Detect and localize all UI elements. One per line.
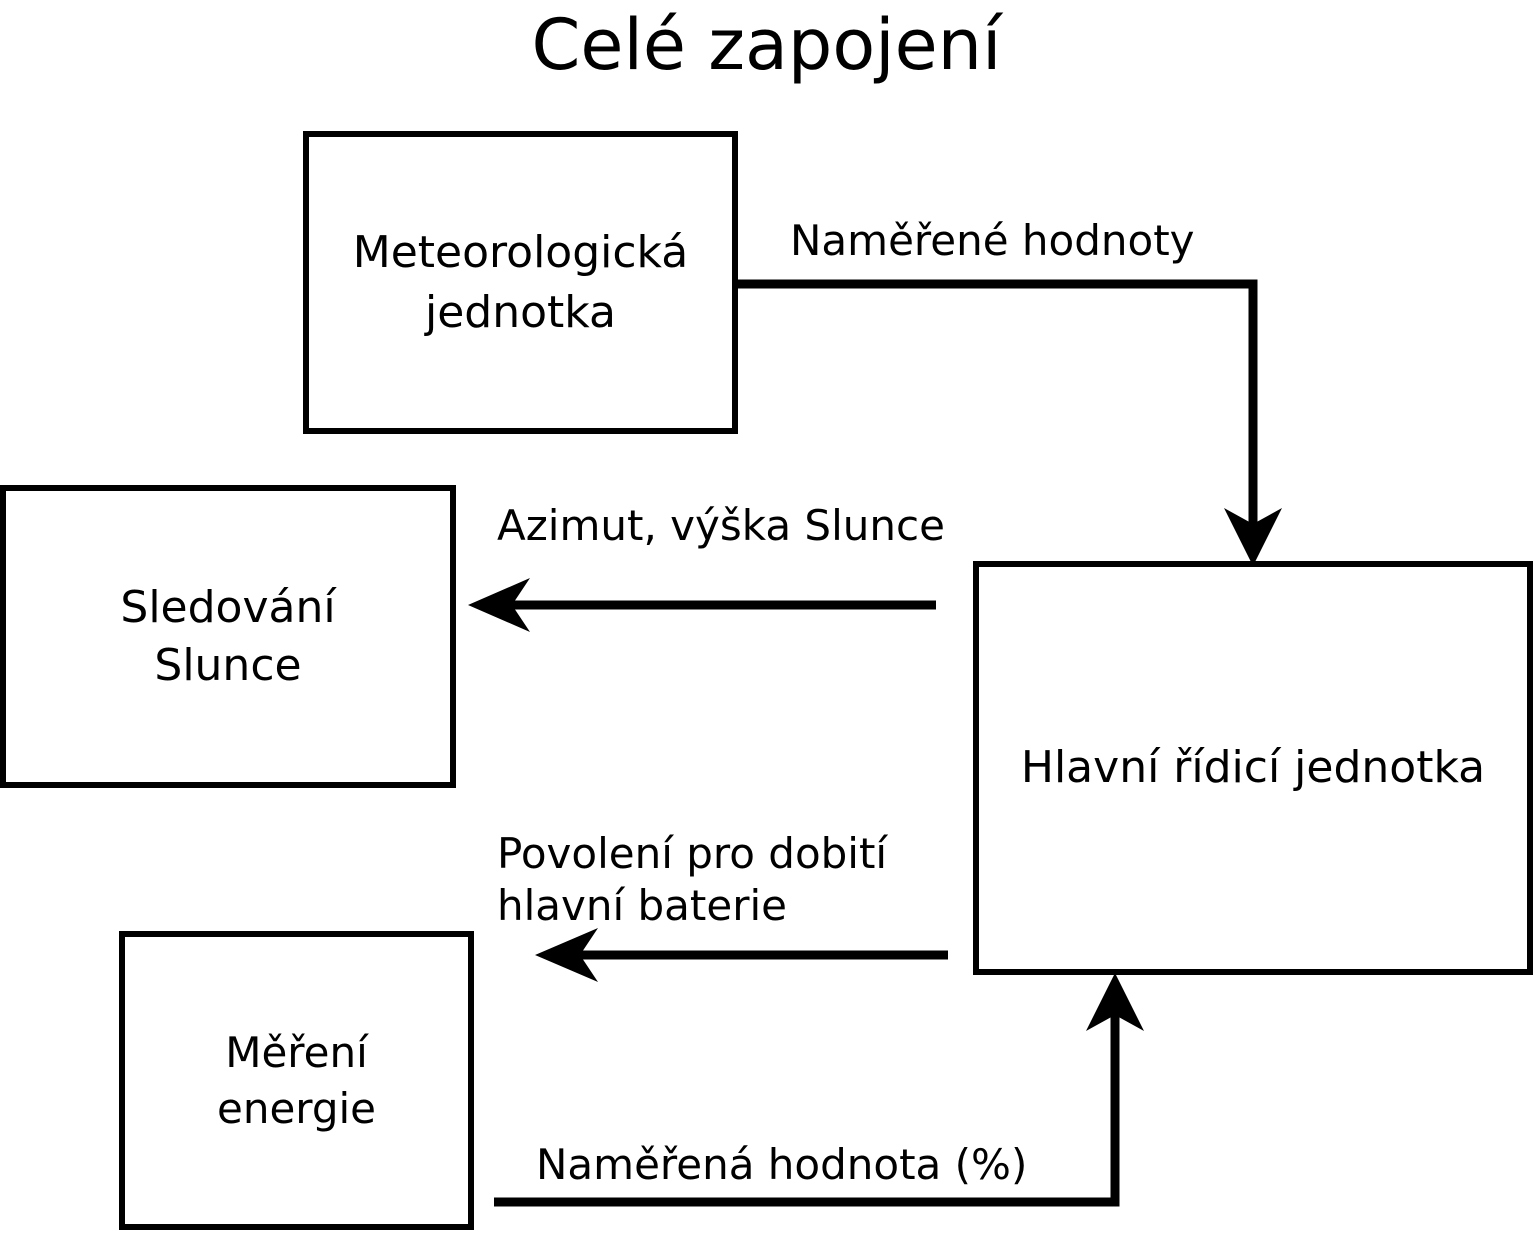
node-main-control-unit[interactable]: Hlavní řídicí jednotka — [973, 561, 1533, 975]
node-sun-tracking[interactable]: Sledování Slunce — [0, 485, 456, 788]
node-sun-tracking-label: Sledování Slunce — [120, 581, 336, 691]
node-energy-measurement[interactable]: Měření energie — [119, 931, 474, 1230]
edge-label-permission: Povolení pro dobití hlavní baterie — [497, 829, 888, 930]
page-title: Celé zapojení — [531, 4, 1002, 86]
node-main-control-unit-label: Hlavní řídicí jednotka — [1020, 742, 1486, 793]
edge-label-measured-values: Naměřené hodnoty — [790, 216, 1195, 265]
edge-label-measured-percentage: Naměřená hodnota (%) — [536, 1140, 1028, 1189]
node-meteorological-unit-label: Meteorologická jednotka — [352, 226, 689, 338]
connector-permission — [535, 928, 948, 982]
node-meteorological-unit[interactable]: Meteorologická jednotka — [303, 131, 738, 434]
edge-label-azimuth: Azimut, výška Slunce — [497, 501, 945, 550]
node-energy-measurement-label: Měření energie — [217, 1027, 376, 1133]
connector-azimuth — [468, 578, 936, 632]
